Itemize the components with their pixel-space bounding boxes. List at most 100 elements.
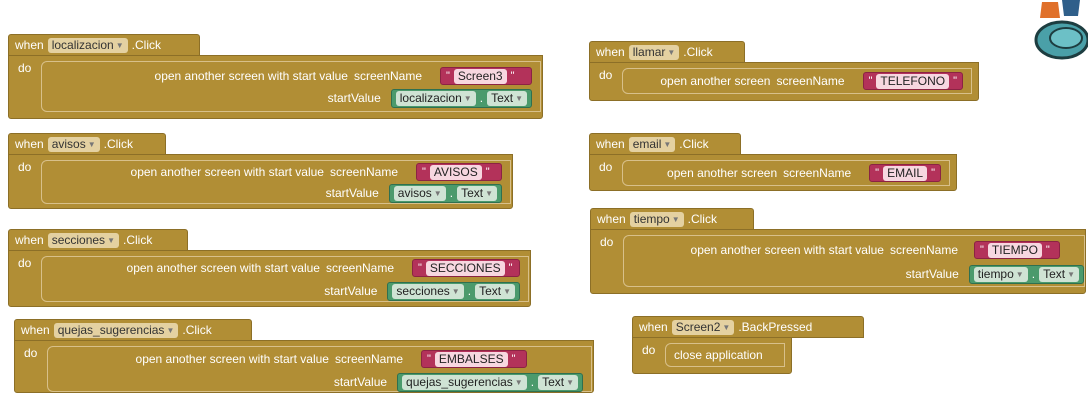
- screenname-row: open another screen with start value scr…: [136, 349, 527, 369]
- event-block-screen2-backpressed[interactable]: when Screen2▼ .BackPressed do close appl…: [632, 316, 864, 374]
- component-text-block[interactable]: avisos▼ . Text▼: [388, 183, 502, 203]
- event-header[interactable]: when secciones▼ .Click: [8, 229, 188, 251]
- property-dropdown[interactable]: Text▼: [457, 185, 497, 201]
- open-screen-with-value-block[interactable]: open another screen with start value scr…: [623, 235, 1085, 287]
- component-dropdown-screen2[interactable]: Screen2▼: [671, 319, 735, 335]
- component-name: tiempo: [977, 266, 1014, 281]
- screenname-label: screenName: [329, 165, 398, 179]
- string-block[interactable]: "EMBALSES": [421, 350, 527, 368]
- event-header[interactable]: when email▼ .Click: [589, 133, 741, 155]
- component-name: email: [632, 136, 662, 151]
- property-dropdown[interactable]: Text▼: [475, 283, 515, 299]
- do-label: do: [599, 160, 613, 174]
- chevron-down-icon: ▼: [566, 377, 574, 387]
- open-screen-label: open another screen: [660, 74, 771, 88]
- string-block[interactable]: "Screen3": [440, 67, 532, 85]
- string-block[interactable]: "EMAIL": [869, 164, 941, 182]
- event-block-tiempo-click[interactable]: when tiempo▼ .Click do open another scre…: [590, 208, 1086, 294]
- open-screen-with-value-label: open another screen with start value: [690, 243, 884, 257]
- backpack-icon[interactable]: [1028, 0, 1088, 64]
- event-header[interactable]: when avisos▼ .Click: [8, 133, 166, 155]
- string-block[interactable]: "SECCIONES": [412, 259, 520, 277]
- open-screen-with-value-label: open another screen with start value: [154, 69, 348, 83]
- component-name: localizacion: [51, 37, 114, 52]
- event-block-email-click[interactable]: when email▼ .Click do open another scree…: [589, 133, 957, 191]
- string-value[interactable]: TIEMPO: [987, 242, 1042, 258]
- string-value[interactable]: EMAIL: [883, 165, 928, 181]
- when-label: when: [639, 320, 668, 334]
- string-value[interactable]: EMBALSES: [434, 351, 508, 367]
- chevron-down-icon: ▼: [671, 214, 680, 224]
- string-block[interactable]: "TELEFONO": [862, 72, 963, 90]
- chevron-down-icon: ▼: [166, 325, 175, 335]
- event-header[interactable]: when llamar▼ .Click: [589, 41, 745, 63]
- component-dropdown-quejas-sugerencias[interactable]: quejas_sugerencias▼: [53, 322, 179, 338]
- component-text-block[interactable]: localizacion▼ . Text▼: [390, 88, 532, 108]
- screenname-label: screenName: [783, 166, 852, 180]
- chevron-down-icon: ▼: [463, 93, 472, 103]
- event-body: do open another screen with start value …: [8, 250, 531, 307]
- component-dropdown-localizacion[interactable]: localizacion▼: [47, 37, 128, 53]
- quote-open: ": [446, 70, 450, 82]
- property-name: Text: [479, 283, 502, 298]
- close-application-block[interactable]: close application: [665, 343, 785, 367]
- event-body: do open another screen screenName "EMAIL…: [589, 154, 957, 191]
- chevron-down-icon: ▼: [433, 188, 442, 198]
- open-screen-block[interactable]: open another screen screenName "EMAIL": [622, 160, 950, 186]
- property-dropdown[interactable]: Text▼: [538, 374, 578, 390]
- string-value[interactable]: AVISOS: [429, 164, 482, 180]
- string-value[interactable]: Screen3: [453, 68, 507, 84]
- string-value[interactable]: TELEFONO: [876, 73, 950, 89]
- event-block-avisos-click[interactable]: when avisos▼ .Click do open another scre…: [8, 133, 513, 209]
- component-dropdown-avisos[interactable]: avisos▼: [47, 136, 100, 152]
- startvalue-row: startValue tiempo▼ . Text▼: [906, 264, 1084, 284]
- component-text-block[interactable]: secciones▼ . Text▼: [387, 281, 520, 301]
- event-header[interactable]: when tiempo▼ .Click: [590, 208, 754, 230]
- component-dropdown[interactable]: quejas_sugerencias▼: [402, 374, 527, 390]
- string-value[interactable]: SECCIONES: [425, 260, 505, 276]
- component-dropdown[interactable]: secciones▼: [392, 283, 464, 299]
- open-screen-block[interactable]: open another screen screenName "TELEFONO…: [622, 68, 972, 94]
- event-block-llamar-click[interactable]: when llamar▼ .Click do open another scre…: [589, 41, 979, 101]
- screenname-label: screenName: [334, 352, 403, 366]
- event-block-localizacion-click[interactable]: when localizacion▼ .Click do open anothe…: [8, 34, 543, 119]
- chevron-down-icon: ▼: [667, 47, 676, 57]
- event-header[interactable]: when quejas_sugerencias▼ .Click: [14, 319, 252, 341]
- startvalue-label: startValue: [327, 91, 381, 105]
- open-screen-with-value-block[interactable]: open another screen with start value scr…: [41, 61, 541, 112]
- string-block[interactable]: "TIEMPO": [974, 241, 1060, 259]
- event-body: do open another screen with start value …: [590, 229, 1086, 294]
- chevron-down-icon: ▼: [722, 322, 731, 332]
- dot-label: .: [1031, 267, 1036, 281]
- string-block[interactable]: "AVISOS": [416, 163, 502, 181]
- click-event-label: .Click: [687, 212, 717, 226]
- component-dropdown-llamar[interactable]: llamar▼: [628, 44, 680, 60]
- component-text-block[interactable]: quejas_sugerencias▼ . Text▼: [397, 372, 583, 392]
- quote-close: ": [508, 262, 513, 274]
- open-screen-with-value-block[interactable]: open another screen with start value scr…: [47, 346, 592, 392]
- startvalue-row: startValue localizacion▼ . Text▼: [328, 88, 532, 108]
- event-block-quejas-sugerencias-click[interactable]: when quejas_sugerencias▼ .Click do open …: [14, 319, 594, 393]
- property-dropdown[interactable]: Text▼: [487, 90, 527, 106]
- component-text-block[interactable]: tiempo▼ . Text▼: [968, 264, 1084, 284]
- component-dropdown[interactable]: localizacion▼: [395, 90, 476, 106]
- event-header[interactable]: when Screen2▼ .BackPressed: [632, 316, 864, 338]
- open-screen-with-value-block[interactable]: open another screen with start value scr…: [41, 160, 511, 204]
- event-body: do close application: [632, 337, 792, 374]
- dot-label: .: [449, 186, 454, 200]
- component-dropdown-tiempo[interactable]: tiempo▼: [629, 211, 684, 227]
- event-header[interactable]: when localizacion▼ .Click: [8, 34, 200, 56]
- open-screen-with-value-block[interactable]: open another screen with start value scr…: [41, 256, 529, 302]
- screenname-label: screenName: [325, 261, 394, 275]
- component-dropdown-secciones[interactable]: secciones▼: [47, 232, 119, 248]
- quote-close: ": [1045, 244, 1050, 256]
- component-dropdown[interactable]: avisos▼: [393, 185, 446, 201]
- component-dropdown-email[interactable]: email▼: [628, 136, 676, 152]
- property-dropdown[interactable]: Text▼: [1039, 266, 1079, 282]
- backpressed-event-label: .BackPressed: [738, 320, 813, 334]
- component-dropdown[interactable]: tiempo▼: [973, 266, 1028, 282]
- do-label: do: [600, 235, 614, 249]
- screenname-row: open another screen with start value scr…: [691, 240, 1060, 260]
- event-block-secciones-click[interactable]: when secciones▼ .Click do open another s…: [8, 229, 531, 307]
- open-screen-label: open another screen: [667, 166, 778, 180]
